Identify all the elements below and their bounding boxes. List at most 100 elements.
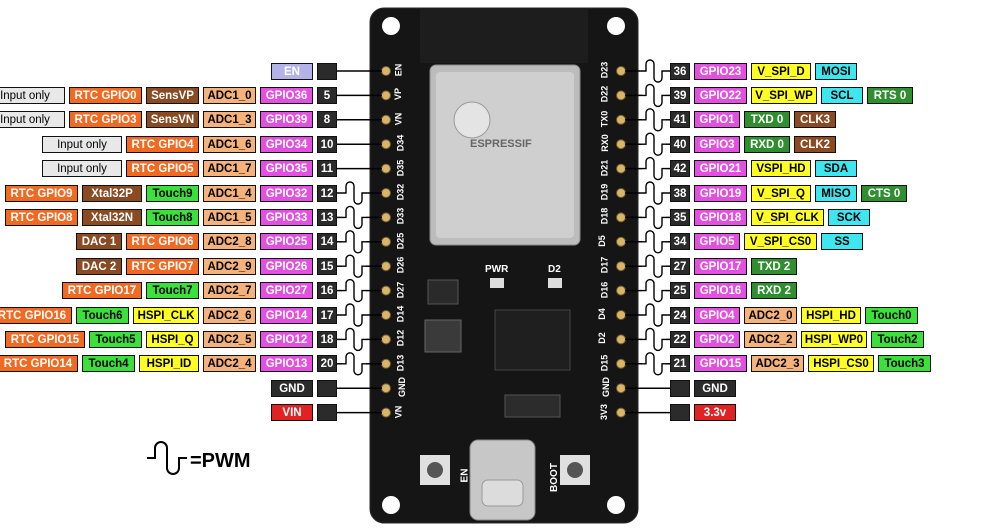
pin-label: V_SPI_WP bbox=[751, 87, 817, 104]
header-pin-left bbox=[381, 334, 391, 345]
pin-label: HSPI_WP0 bbox=[801, 331, 867, 348]
pin-label: Touch0 bbox=[865, 307, 918, 324]
pin-label: 3.3v bbox=[694, 404, 736, 421]
pin-number-box bbox=[317, 404, 337, 421]
header-pin-right bbox=[616, 236, 626, 247]
pin-number-box: 20 bbox=[317, 355, 337, 372]
silk-label-right: D19 bbox=[599, 183, 610, 201]
pin-label: ADC2_0 bbox=[744, 307, 797, 324]
header-pin-right bbox=[616, 383, 626, 394]
silk-label-left: VN bbox=[393, 112, 404, 126]
pin-number-box: 41 bbox=[670, 111, 690, 128]
pwm-icon bbox=[642, 181, 666, 205]
pin-label: EN bbox=[271, 63, 313, 80]
silk-label-right: D16 bbox=[599, 281, 610, 298]
pin-label: Input only bbox=[42, 160, 122, 177]
pwm-icon bbox=[642, 352, 666, 376]
pwm-icon bbox=[342, 181, 366, 205]
pin-label: ADC1_0 bbox=[203, 87, 256, 104]
pin-label: SS bbox=[821, 233, 863, 250]
pin-label: ADC2_2 bbox=[744, 331, 797, 348]
pin-label: GPIO39 bbox=[260, 111, 313, 128]
pin-label: RTC GPIO3 bbox=[69, 111, 142, 128]
header-pin-right bbox=[616, 285, 626, 296]
pin-label: ADC2_3 bbox=[751, 355, 804, 372]
pin-label: TXD 0 bbox=[744, 111, 790, 128]
pin-label: HSPI_HD bbox=[801, 307, 861, 324]
pin-label: SCK bbox=[828, 209, 870, 226]
pin-label: GPIO3 bbox=[694, 136, 740, 153]
pin-label: Touch6 bbox=[76, 307, 129, 324]
silk-label-left: D27 bbox=[395, 281, 406, 298]
pin-label: RXD 2 bbox=[751, 282, 797, 299]
pin-label: VIN bbox=[271, 404, 313, 421]
pin-number-box: 18 bbox=[317, 331, 337, 348]
pin-label: RTS 0 bbox=[867, 87, 913, 104]
pin-label: RTC GPIO9 bbox=[5, 185, 78, 202]
pwm-legend-label: =PWM bbox=[190, 450, 251, 472]
pin-label: GPIO21 bbox=[694, 160, 747, 177]
pin-label: GPIO12 bbox=[260, 331, 313, 348]
pin-label: V_SPI_CLK bbox=[751, 209, 824, 226]
pwm-icon bbox=[642, 108, 666, 132]
pin-label: Touch5 bbox=[89, 331, 142, 348]
chip-brand-text: ESPRESSIF bbox=[470, 138, 532, 150]
header-pin-right bbox=[616, 407, 626, 418]
pin-label: RTC GPIO0 bbox=[69, 87, 142, 104]
silk-label-right: D23 bbox=[599, 61, 610, 79]
pin-number-box: 42 bbox=[670, 160, 690, 177]
silk-label-right: GND bbox=[601, 377, 611, 398]
pin-number-box: 39 bbox=[670, 87, 690, 104]
pin-label: ADC1_4 bbox=[203, 185, 256, 202]
pwm-icon bbox=[342, 278, 366, 303]
pin-label: V_SPI_D bbox=[751, 63, 811, 80]
pin-label: GPIO13 bbox=[260, 355, 313, 372]
pin-number-box: 34 bbox=[670, 233, 690, 250]
pin-label: CLK3 bbox=[794, 111, 836, 128]
pin-number-box: 5 bbox=[317, 87, 337, 104]
pin-label: SensVN bbox=[146, 111, 199, 128]
pin-number-box: 12 bbox=[317, 185, 337, 202]
silk-label-right: TX0 bbox=[599, 110, 610, 128]
header-pin-left bbox=[381, 188, 391, 198]
silk-label-right: D5 bbox=[596, 235, 607, 247]
pin-label: SensVP bbox=[146, 87, 199, 104]
pin-number-box: 24 bbox=[670, 307, 690, 324]
pin-label: CTS 0 bbox=[861, 185, 907, 202]
pin-label: Input only bbox=[42, 136, 122, 153]
silk-label-left: D32 bbox=[395, 183, 406, 201]
pwm-icon bbox=[642, 205, 666, 230]
header-pin-left bbox=[381, 66, 391, 76]
pin-label: GND bbox=[694, 380, 736, 397]
header-pin-left bbox=[381, 90, 391, 101]
led-label-pwr: PWR bbox=[485, 264, 509, 275]
pin-label: SCL bbox=[821, 87, 863, 104]
pwm-icon bbox=[342, 327, 366, 352]
header-pin-right bbox=[616, 188, 626, 198]
pin-number-box: 21 bbox=[670, 355, 690, 372]
pin-label: ADC1_3 bbox=[203, 111, 256, 128]
pwm-icon bbox=[342, 205, 366, 230]
header-pin-left bbox=[381, 261, 391, 272]
pin-number-box: 36 bbox=[670, 63, 690, 80]
pin-label: HSPI_ID bbox=[139, 355, 199, 372]
silk-label-right: D4 bbox=[596, 308, 607, 320]
pwm-legend-icon bbox=[147, 441, 187, 475]
pin-label: V_SPI_CS0 bbox=[744, 233, 817, 250]
pin-label: Xtal32P bbox=[82, 185, 142, 202]
header-pin-right bbox=[616, 139, 626, 150]
silk-label-right: RX0 bbox=[599, 134, 610, 152]
pin-label: V_SPI_Q bbox=[751, 185, 811, 202]
pin-label: GPIO27 bbox=[260, 282, 313, 299]
pin-number-box bbox=[317, 63, 337, 80]
silk-label-right: D2 bbox=[596, 332, 607, 345]
pin-number-box: 17 bbox=[317, 307, 337, 324]
pin-label: Touch3 bbox=[878, 355, 931, 372]
header-pin-left bbox=[381, 358, 391, 369]
pin-number-box: 22 bbox=[670, 331, 690, 348]
header-pin-left bbox=[381, 383, 391, 394]
silk-label-left: D25 bbox=[395, 232, 406, 250]
silk-label-left: GND bbox=[397, 377, 407, 398]
pin-label: RTC GPIO15 bbox=[5, 331, 85, 348]
